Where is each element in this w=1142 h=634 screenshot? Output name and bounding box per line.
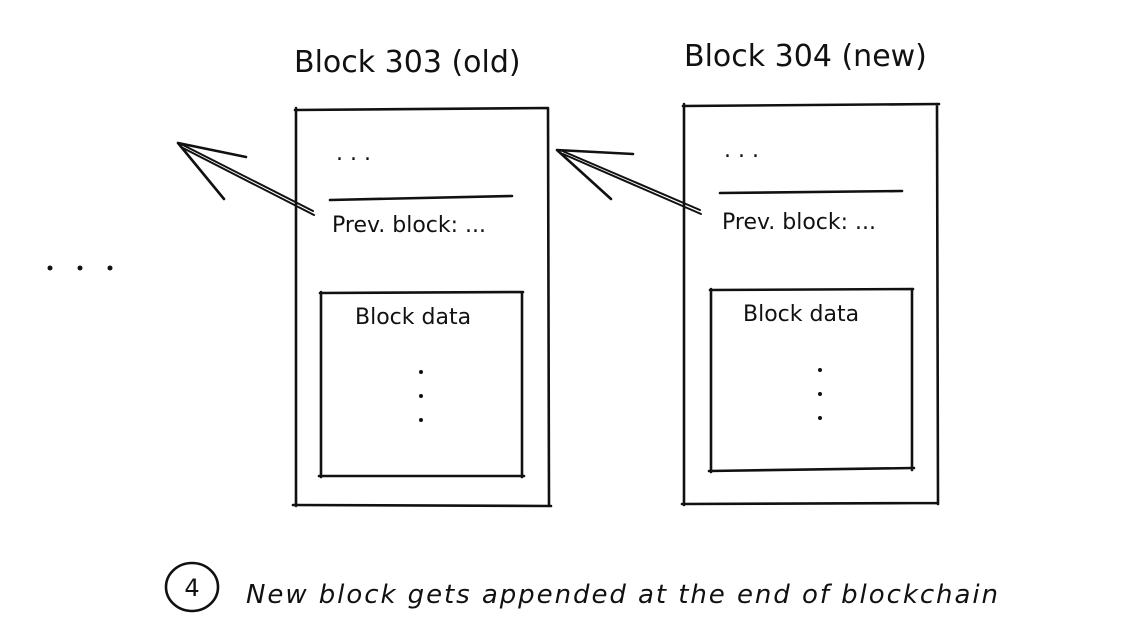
block-303-title: Block 303 (old)	[294, 45, 521, 80]
block-303-data-title: Block data	[355, 305, 471, 330]
block-304-divider	[718, 189, 904, 195]
block-303-data-box	[317, 290, 526, 479]
arrow-303-to-previous	[176, 141, 315, 216]
block-304: Block 304 (new) . . . Prev. block: ... B…	[680, 39, 941, 507]
arrow-304-to-303	[555, 148, 702, 215]
block-304-title: Block 304 (new)	[684, 39, 927, 74]
block-303-prev-field: Prev. block: ...	[332, 213, 486, 238]
caption: 4 New block gets appended at the end of …	[164, 561, 998, 613]
block-303-divider	[328, 194, 514, 202]
block-304-outer-box	[680, 102, 941, 507]
block-303-outer-box	[291, 106, 553, 508]
step-number: 4	[184, 574, 199, 602]
step-number-circle	[164, 561, 220, 613]
chain-ellipsis	[47, 265, 113, 271]
block-303-data-ellipsis	[419, 370, 423, 422]
block-304-prev-field: Prev. block: ...	[722, 210, 876, 235]
block-304-data-box	[707, 287, 916, 474]
block-303: Block 303 (old) . . . Prev. block: ... B…	[291, 45, 553, 508]
caption-text: New block gets appended at the end of bl…	[246, 580, 998, 610]
block-304-data-title: Block data	[743, 302, 859, 327]
block-304-data-ellipsis	[818, 368, 822, 420]
block-304-top-field: . . .	[724, 138, 759, 163]
block-303-top-field: . . .	[336, 141, 371, 166]
